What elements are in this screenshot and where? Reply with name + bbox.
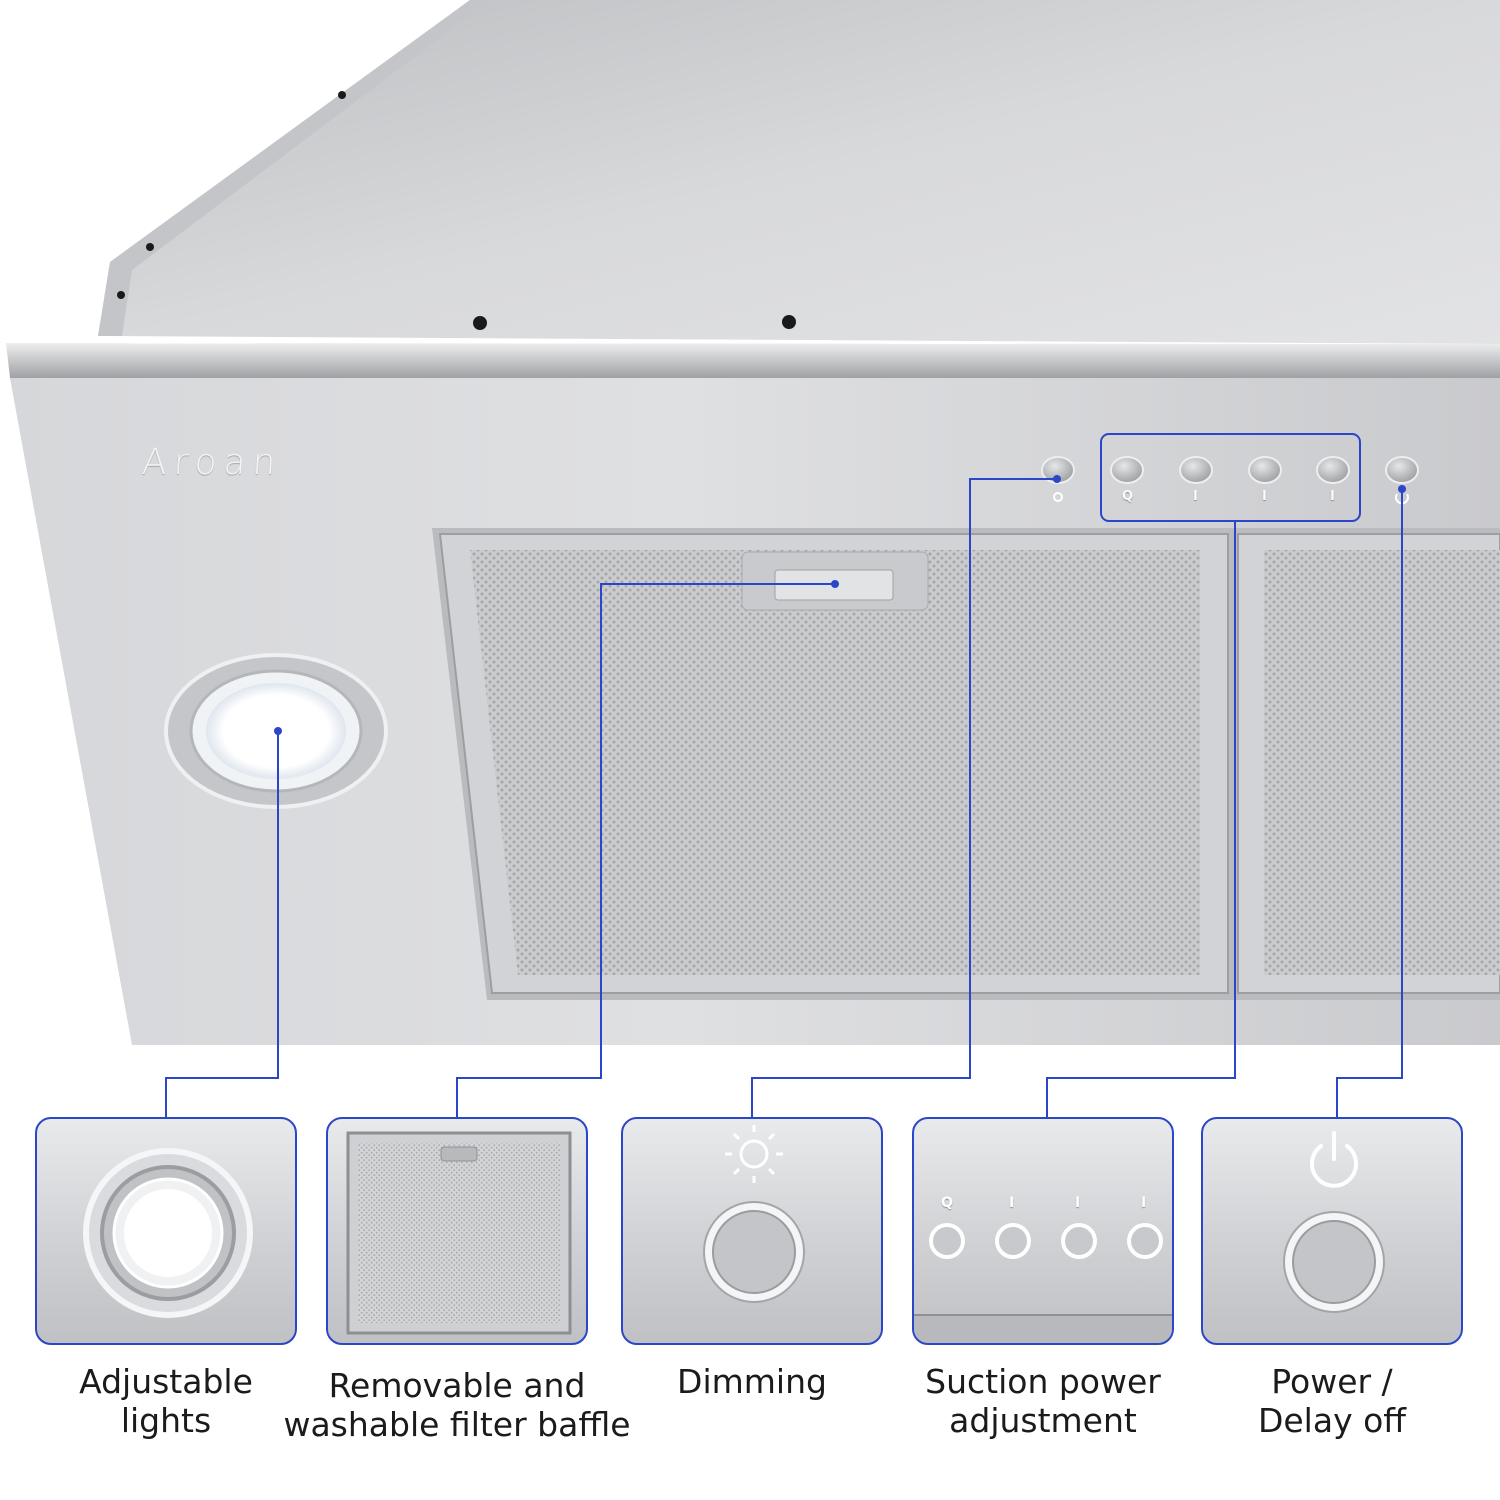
callout-line-dimming xyxy=(751,478,1057,1117)
suction-label-q: Q xyxy=(941,1195,953,1211)
callout-line-suction xyxy=(1046,521,1236,1117)
callout-dots xyxy=(274,475,1406,735)
feature-tile-filter xyxy=(326,1117,588,1345)
callout-line-filter xyxy=(456,583,835,1117)
speed-3-button[interactable] xyxy=(1316,456,1350,484)
speed-2-button[interactable] xyxy=(1248,456,1282,484)
filter-mesh-left xyxy=(470,550,1200,975)
mesh-filter-icon xyxy=(346,1131,572,1335)
callout-line-lights xyxy=(165,731,279,1117)
caption-lights: Adjustable lights xyxy=(79,1362,253,1440)
speed-buttons-highlight xyxy=(1100,433,1361,522)
callout-line-power xyxy=(1336,489,1403,1117)
dimming-button-closeup xyxy=(703,1201,805,1303)
suction-label-2: I xyxy=(1075,1195,1081,1211)
light-ring-icon xyxy=(83,1148,253,1318)
dimming-button[interactable] xyxy=(1041,456,1075,502)
sun-icon xyxy=(1053,492,1063,502)
feature-tile-dimming xyxy=(621,1117,883,1345)
speed-3-label: I xyxy=(1330,489,1335,504)
filter-mesh-right xyxy=(1264,550,1500,975)
hood-top-surface xyxy=(98,0,1500,344)
feature-tile-suction: Q I I I xyxy=(912,1117,1174,1345)
control-buttons xyxy=(1041,456,1419,505)
brand-logo: Aroan xyxy=(140,442,284,483)
power-button-closeup xyxy=(1283,1211,1385,1313)
speed-buttons-icon xyxy=(929,1223,1163,1259)
speed-1-label: I xyxy=(1193,489,1198,504)
speed-q-button[interactable] xyxy=(1110,456,1144,484)
power-button[interactable] xyxy=(1385,456,1419,505)
suction-label-1: I xyxy=(1009,1195,1015,1211)
power-icon xyxy=(1310,1131,1358,1188)
feature-tile-power xyxy=(1201,1117,1463,1345)
feature-tile-lights xyxy=(35,1117,297,1345)
caption-suction: Suction power adjustment xyxy=(925,1362,1161,1440)
callout-lines xyxy=(165,433,1403,1117)
sun-icon xyxy=(725,1125,783,1183)
caption-power: Power / Delay off xyxy=(1257,1362,1407,1440)
speed-1-button[interactable] xyxy=(1179,456,1213,484)
speed-2-label: I xyxy=(1262,489,1267,504)
hood-front-lip xyxy=(6,343,1500,378)
suction-label-3: I xyxy=(1141,1195,1147,1211)
speed-q-label: Q xyxy=(1122,489,1134,504)
caption-dimming: Dimming xyxy=(677,1362,827,1401)
caption-filter: Removable and washable filter baffle xyxy=(283,1366,631,1444)
